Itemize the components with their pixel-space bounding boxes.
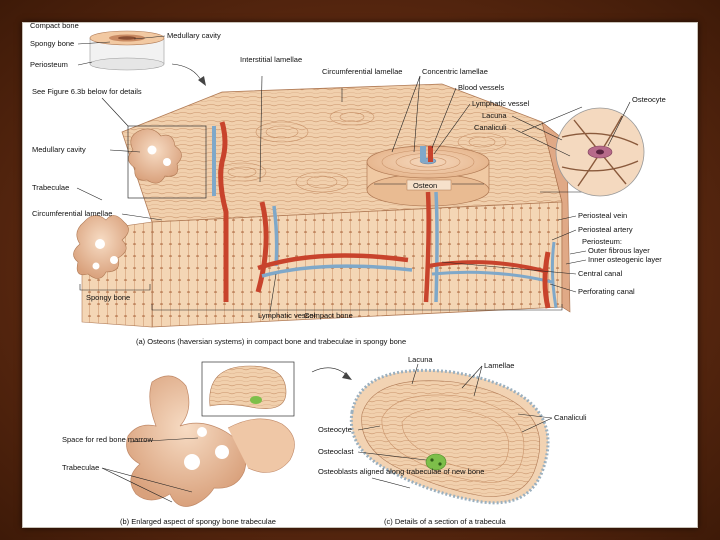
label-lacuna-c: Lacuna <box>408 355 433 364</box>
label-inner-osteogenic-layer: Inner osteogenic layer <box>588 255 662 264</box>
label-spongy-bone-bottom: Spongy bone <box>86 293 130 302</box>
label-see-figure: See Figure 6.3b below for details <box>32 87 142 96</box>
diagram-slide: Compact bone Spongy bone Periosteum Medu… <box>22 22 698 528</box>
label-circumferential-lamellae-top: Circumferential lamellae <box>322 67 402 76</box>
blood-vessels <box>212 121 558 309</box>
osteon-rings-top <box>217 108 507 193</box>
labels-part-c: Lacuna Lamellae Canaliculi Osteocyte Ost… <box>318 355 587 526</box>
label-periosteum: Periosteum <box>30 60 68 69</box>
osteocyte-zoom <box>521 106 645 197</box>
trabecula-section-c <box>349 368 550 505</box>
label-canaliculi-top: Canaliculi <box>474 123 507 132</box>
label-compact-bone: Compact bone <box>30 22 79 30</box>
label-osteoblasts-c: Osteoblasts aligned along trabeculae of … <box>318 467 484 476</box>
label-central-canal: Central canal <box>578 269 623 278</box>
label-space-red-marrow: Space for red bone marrow <box>62 435 153 444</box>
label-lamellae-c: Lamellae <box>484 361 514 370</box>
spongy-bone-left <box>73 128 182 279</box>
labels-part-b: Space for red bone marrow Trabeculae (b)… <box>62 435 276 526</box>
label-trabeculae-left: Trabeculae <box>32 183 69 192</box>
figure-6-3b-box <box>127 125 207 199</box>
label-interstitial-lamellae: Interstitial lamellae <box>240 55 302 64</box>
label-osteocyte-top: Osteocyte <box>632 95 666 104</box>
label-compact-bone-bottom: Compact bone <box>304 311 353 320</box>
caption-b: (b) Enlarged aspect of spongy bone trabe… <box>120 517 276 526</box>
label-periosteum-right: Periosteum: <box>582 237 622 246</box>
label-lymphatic-vessel-right: Lymphatic vessel <box>472 99 530 108</box>
caption-c: (c) Details of a section of a trabecula <box>384 517 507 526</box>
zoom-arrow <box>171 63 203 83</box>
bone-diagram: Compact bone Spongy bone Periosteum Medu… <box>30 22 666 526</box>
labels-part-a: Compact bone Spongy bone Periosteum Medu… <box>30 22 666 346</box>
label-osteon: Osteon <box>413 181 437 190</box>
label-blood-vessels: Blood vessels <box>458 83 505 92</box>
label-osteocyte-c: Osteocyte <box>318 425 352 434</box>
caption-a: (a) Osteons (haversian systems) in compa… <box>136 337 406 346</box>
label-medullary-cavity-top: Medullary cavity <box>167 31 221 40</box>
label-lacuna-top: Lacuna <box>482 111 507 120</box>
label-osteoclast-c: Osteoclast <box>318 447 354 456</box>
label-medullary-cavity-left: Medullary cavity <box>32 145 86 154</box>
label-periosteal-vein: Periosteal vein <box>578 211 627 220</box>
spongy-trabeculae-b <box>126 361 352 507</box>
label-circumferential-lamellae-left: Circumferential lamellae <box>32 209 112 218</box>
label-outer-fibrous-layer: Outer fibrous layer <box>588 246 650 255</box>
label-concentric-lamellae: Concentric lamellae <box>422 67 488 76</box>
zoom-arrowhead <box>198 76 206 86</box>
label-trabeculae-b: Trabeculae <box>62 463 99 472</box>
bone-cylinder-icon <box>89 30 165 71</box>
label-perforating-canal: Perforating canal <box>578 287 635 296</box>
label-lymphatic-vessel-bottom: Lymphatic vessel <box>258 311 316 320</box>
label-periosteal-artery: Periosteal artery <box>578 225 633 234</box>
label-spongy-bone-top: Spongy bone <box>30 39 74 48</box>
compact-bone-block <box>81 83 571 328</box>
label-canaliculi-c: Canaliculi <box>554 413 587 422</box>
